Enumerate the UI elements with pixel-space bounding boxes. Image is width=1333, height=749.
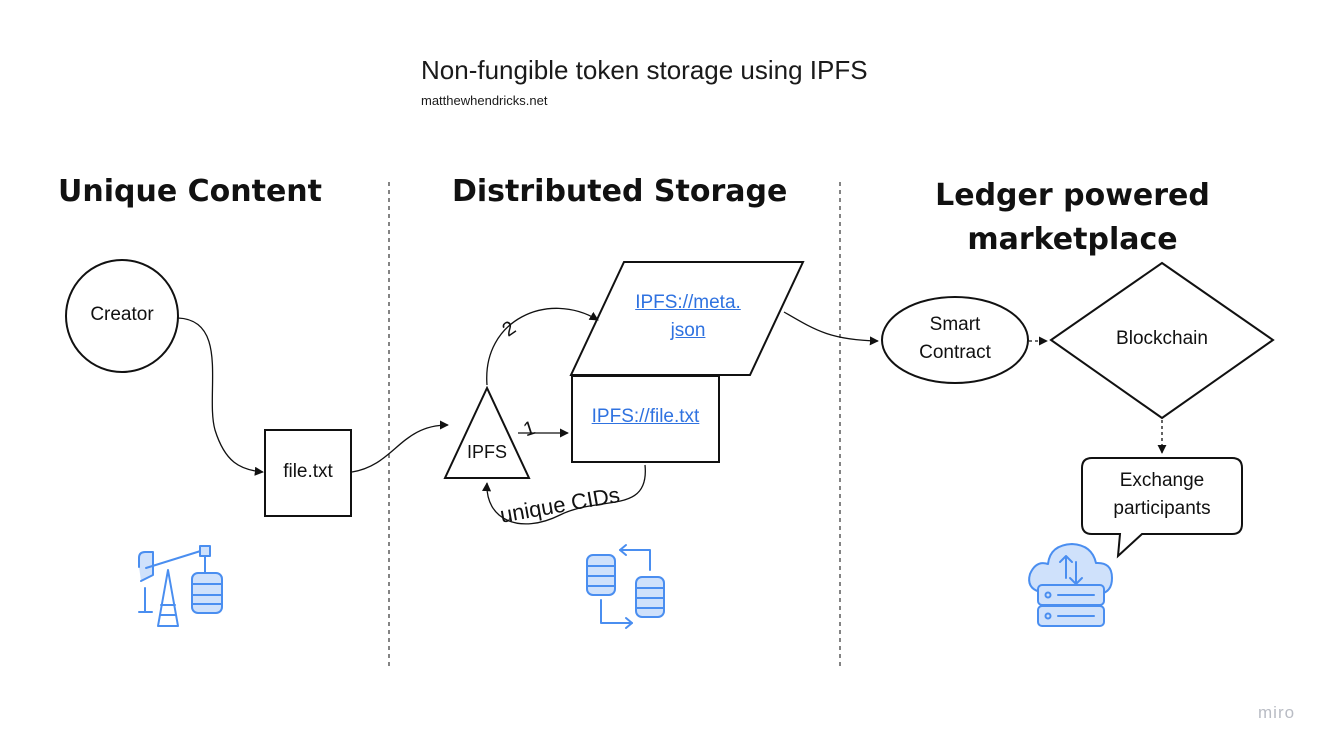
file-link[interactable]: IPFS://file.txt: [591, 406, 700, 427]
page-title: Non-fungible token storage using IPFS: [421, 55, 868, 85]
edge-cids-return: [482, 464, 646, 525]
file-node[interactable]: [264, 429, 352, 517]
section-heading-ledger-marketplace: Ledger powered marketplace: [935, 178, 1210, 257]
miro-watermark: miro: [1258, 703, 1296, 722]
blockchain-node[interactable]: [1049, 261, 1275, 420]
file-label: file.txt: [283, 461, 333, 482]
ipfs-node[interactable]: [443, 385, 531, 479]
section-heading-distributed-storage: Distributed Storage: [452, 174, 788, 209]
page-subtitle: matthewhendricks.net: [421, 93, 548, 108]
edge-meta-contract: [783, 311, 879, 346]
creator-node[interactable]: [65, 259, 179, 373]
edge-creator-file: [177, 317, 264, 476]
blockchain-label: Blockchain: [1116, 328, 1208, 349]
meta-json-node[interactable]: [569, 261, 805, 376]
edge-file-ipfs: [351, 420, 449, 473]
meta-json-link-line1[interactable]: IPFS://meta.: [635, 292, 741, 313]
smart-contract-label-line2: Contract: [919, 342, 991, 363]
exchange-participants-line2: participants: [1113, 498, 1211, 519]
section-heading-unique-content: Unique Content: [58, 174, 322, 209]
exchange-participants-bubble[interactable]: [1081, 457, 1243, 559]
cloud-server-icon: [1028, 543, 1113, 627]
ipfs-label: IPFS: [466, 442, 507, 462]
database-sync-icon: [586, 544, 665, 629]
smart-contract-node[interactable]: [881, 296, 1029, 384]
smart-contract-label-line1: Smart: [929, 314, 981, 335]
exchange-participants-line1: Exchange: [1119, 470, 1205, 491]
creator-label: Creator: [90, 304, 154, 325]
edge-ipfs-meta: [486, 307, 599, 386]
meta-json-link-line2[interactable]: json: [670, 320, 706, 341]
oil-pump-database-icon: [138, 545, 223, 627]
